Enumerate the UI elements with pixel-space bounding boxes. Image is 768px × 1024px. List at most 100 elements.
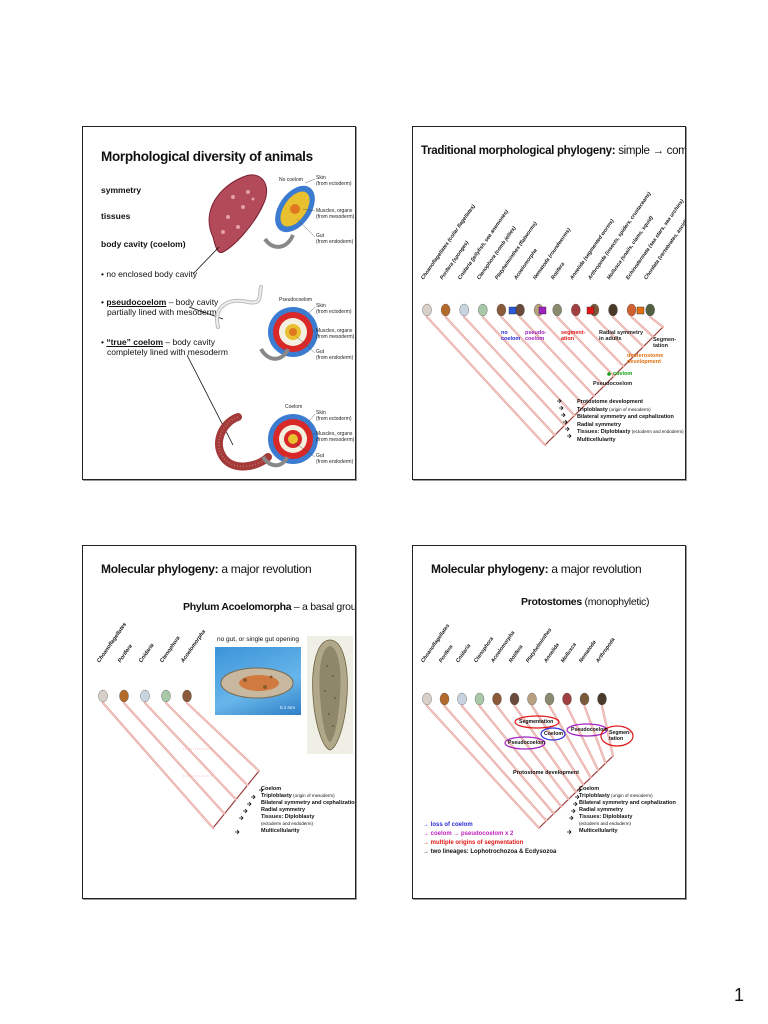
character-label: Triploblasty (origin of mesoderm): [579, 793, 653, 799]
phylogeny-tree: [413, 127, 685, 479]
annotation-segment: segment- ation: [561, 330, 585, 342]
trait-marker: [587, 307, 594, 314]
label-muscle-sub: (from mesoderm): [316, 437, 354, 443]
tree-branch-highlight: [520, 317, 594, 396]
animal-icon: [627, 304, 636, 316]
oval-label-coelom: Coelom: [544, 731, 563, 737]
animal-icon: [162, 690, 171, 702]
legend-item: → two lineages: Lophotrochozoa & Ecdysoz…: [423, 849, 556, 855]
tree-branch-highlight: [567, 706, 598, 770]
animal-icon: [553, 304, 562, 316]
animal-icon: [423, 693, 432, 705]
annotation-pseudocoelom: Pseudocoelom: [593, 381, 632, 387]
animal-icon: [646, 304, 655, 316]
character-label: Multicellularity: [261, 828, 300, 834]
body-plan-illustrations: [83, 127, 355, 479]
character-note: (origin of mesoderm): [610, 793, 653, 798]
earthworm-illustration: [219, 417, 268, 466]
character-arrow: [565, 427, 569, 431]
animal-icon: [598, 693, 607, 705]
tree-branch-highlight: [585, 706, 606, 763]
animal-icon: [609, 304, 618, 316]
character-name: Multicellularity: [579, 828, 618, 834]
character-label: Protostome development: [577, 399, 643, 405]
annotation-pseudo: pseudo- coelom: [525, 330, 546, 342]
character-arrow: [561, 413, 565, 417]
page-number: 1: [734, 985, 744, 1006]
character-label: Radial symmetry: [261, 807, 305, 813]
character-name: Tissues: Diploblasty: [261, 814, 314, 820]
cross-section-no-coelom: [267, 179, 323, 240]
character-label: Bilateral symmetry and cephalization: [579, 800, 676, 806]
tree-branch-highlight: [145, 703, 236, 800]
animal-icon: [440, 693, 449, 705]
tree-branch-highlight: [539, 317, 604, 386]
slide-morphological-diversity: Morphological diversity of animals symme…: [82, 126, 356, 480]
character-note: (ectoderm and endoderm): [579, 821, 631, 826]
coelom-dot: [607, 372, 611, 376]
character-label: Bilateral symmetry and cephalization: [261, 800, 356, 806]
protostome-label: Protostome development: [513, 770, 579, 776]
animal-icon: [497, 304, 506, 316]
animal-icon: [528, 693, 537, 705]
character-arrow: [559, 406, 563, 410]
animal-icon: [510, 693, 519, 705]
flatworm-illustration: [209, 175, 267, 253]
animal-icon: [141, 690, 150, 702]
animal-icon: [516, 304, 525, 316]
annotation-deutero: deuterostome development: [627, 353, 663, 365]
animal-icon: [120, 690, 129, 702]
tree-branch-highlight: [650, 317, 663, 327]
character-arrow: [567, 434, 571, 438]
animal-icon: [99, 690, 108, 702]
character-arrow: [573, 802, 577, 806]
character-label: Radial symmetry: [577, 422, 621, 428]
character-label: Bilateral symmetry and cephalization: [577, 414, 674, 420]
character-name: Radial symmetry: [579, 807, 623, 813]
label-gut-sub: (from endoderm): [316, 459, 353, 465]
character-label: Tissues: Diploblasty: [261, 814, 314, 820]
slide-traditional-phylogeny: Traditional morphological phylogeny: sim…: [412, 126, 686, 480]
cross-section-pseudocoelom: [268, 307, 318, 357]
character-note: (ectoderm and endoderm): [630, 429, 683, 434]
character-name: Bilateral symmetry and cephalization: [577, 414, 674, 420]
label-gut-sub: (from endoderm): [316, 239, 353, 245]
character-note: (origin of mesoderm): [292, 793, 335, 798]
label-coelom: Coelom: [285, 404, 302, 410]
character-name: Protostome development: [577, 399, 643, 405]
annotation-segmentation2: Segmen- tation: [653, 337, 676, 349]
character-arrow: [571, 809, 575, 813]
slide-protostomes: Molecular phylogeny: a major revolution …: [412, 545, 686, 899]
legend-item: → loss of coelom: [423, 822, 473, 828]
annotation-coelom: coelom: [613, 371, 632, 377]
oval-label-pseudocoelom_b: Pseudocoelom: [571, 727, 608, 733]
character-arrow: [251, 795, 255, 799]
character-name: Triploblasty: [579, 793, 610, 799]
trait-marker: [637, 307, 644, 314]
roundworm-illustration: [217, 287, 261, 327]
slide-acoelomorpha: Molecular phylogeny: a major revolution …: [82, 545, 356, 899]
character-arrow: [243, 809, 247, 813]
label-skin-sub: (from ectoderm): [316, 309, 352, 315]
label-pseudocoelom: Pseudocoelom: [279, 297, 312, 303]
trait-marker: [509, 307, 516, 314]
animal-icon: [423, 304, 432, 316]
character-label: Radial symmetry: [579, 807, 623, 813]
character-name: Triploblasty: [261, 793, 292, 799]
animal-icon: [580, 693, 589, 705]
character-note: (ectoderm and endoderm): [261, 821, 313, 826]
label-no-coelom: No coelom: [279, 177, 303, 183]
character-label: (ectoderm and endoderm): [261, 821, 313, 827]
oval-label-segmentation2: Segmen- tation: [609, 730, 631, 742]
animal-icon: [493, 693, 502, 705]
label-skin-sub: (from ectoderm): [316, 181, 352, 187]
trait-marker: [539, 307, 546, 314]
character-arrow: [235, 830, 239, 834]
character-label: Triploblasty (origin of mesoderm): [577, 407, 651, 413]
character-name: Triploblasty: [577, 407, 608, 413]
tree-branch-highlight: [166, 703, 248, 785]
character-label: Multicellularity: [577, 437, 616, 443]
character-name: Coelom: [261, 786, 281, 792]
character-label: Tissues: Diploblasty (ectoderm and endod…: [577, 429, 684, 435]
label-muscle-sub: (from mesoderm): [316, 214, 354, 220]
